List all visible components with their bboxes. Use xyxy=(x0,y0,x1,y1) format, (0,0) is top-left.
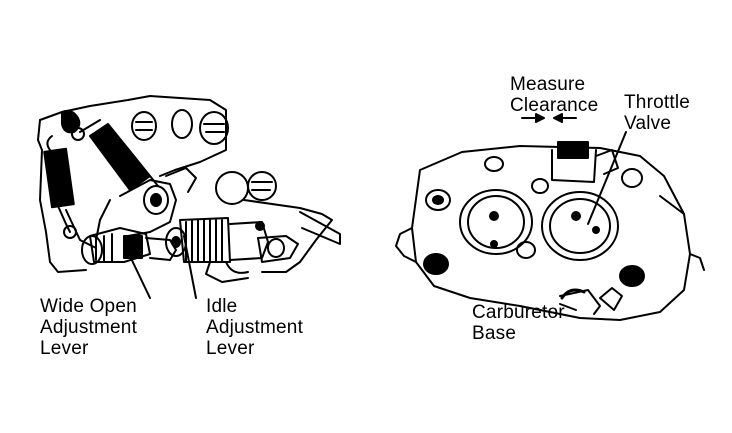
wide-open-adjustment-lever-label: Wide Open Adjustment Lever xyxy=(40,296,138,359)
idle-adjustment-lever-label: Idle Adjustment Lever xyxy=(206,296,304,359)
idle-leader-line xyxy=(183,235,197,299)
throttle-valve-leader-line xyxy=(587,131,627,225)
idle-adjustment-coil xyxy=(165,217,269,263)
return-spring-left xyxy=(43,135,77,239)
side-linkage xyxy=(559,195,685,315)
return-spring-upper xyxy=(71,119,159,191)
wide-open-leader-line xyxy=(127,251,151,299)
cable-bracket xyxy=(205,199,341,283)
measure-clearance-label: Measure Clearance xyxy=(510,74,599,116)
throttle-lever-arms xyxy=(65,167,197,249)
throttle-valve-label: Throttle Valve xyxy=(624,92,691,134)
clearance-arrows xyxy=(521,113,577,123)
bracket-screw-heads xyxy=(131,109,277,205)
throttle-bores xyxy=(459,189,619,261)
throttle-linkage-drawing xyxy=(37,95,341,299)
base-bolt-holes xyxy=(423,156,645,287)
linkage-bracket-plate xyxy=(39,95,227,177)
throttle-shaft-housing xyxy=(551,141,619,183)
carburetor-base-label: Carburetor Base xyxy=(472,302,565,344)
carburetor-base-leader-line xyxy=(559,303,577,311)
wide-open-adjustment-screw xyxy=(81,227,177,265)
carburetor-base-drawing xyxy=(395,113,705,321)
